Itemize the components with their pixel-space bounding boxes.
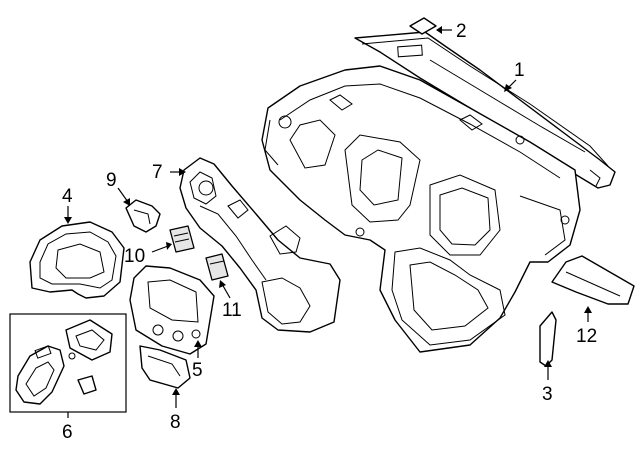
leader-9	[117, 187, 129, 203]
part-2-clip[interactable]	[409, 17, 437, 35]
part-10-switch[interactable]	[169, 225, 195, 253]
arrow-10	[166, 242, 172, 250]
part-5-radio-bezel[interactable]	[129, 265, 215, 355]
callout-labels: 1 2 3 4 5 6 7 8 9 10 11 12	[62, 21, 597, 443]
callout-11: 11	[222, 300, 242, 321]
leader-11	[221, 283, 231, 299]
callout-2: 2	[456, 21, 467, 42]
arrow-1	[504, 84, 512, 92]
arrow-4	[64, 217, 72, 224]
arrow-12	[584, 306, 592, 313]
callout-3: 3	[542, 384, 553, 405]
part-12-glove-box[interactable]	[551, 255, 635, 305]
callout-10: 10	[124, 246, 145, 267]
callout-12: 12	[576, 326, 597, 347]
inset-box-part-6	[9, 313, 127, 413]
part-8-lower-bezel[interactable]	[139, 345, 191, 389]
arrow-8	[172, 388, 180, 395]
part-3-end-cover[interactable]	[539, 311, 557, 367]
part-4-cluster-bezel[interactable]	[29, 221, 125, 299]
instrument-panel-frame	[261, 65, 581, 353]
callout-7: 7	[152, 162, 163, 183]
callout-6: 6	[62, 422, 73, 443]
part-1-dash-upper-panel[interactable]	[354, 31, 616, 189]
leader-lines	[64, 26, 592, 418]
callout-9: 9	[106, 170, 117, 191]
callout-4: 4	[62, 186, 73, 207]
arrow-11	[219, 280, 226, 288]
arrow-5	[194, 340, 202, 347]
part-9-bracket[interactable]	[125, 199, 161, 233]
callout-8: 8	[170, 412, 181, 433]
leader-10	[151, 245, 169, 253]
arrow-2	[436, 26, 442, 34]
arrow-7	[179, 168, 186, 176]
callout-1: 1	[514, 60, 525, 81]
arrow-3	[544, 360, 552, 367]
part-7-console-structure[interactable]	[179, 157, 341, 333]
part-11-switch[interactable]	[205, 253, 229, 281]
arrow-9	[123, 198, 130, 206]
callout-5: 5	[192, 360, 203, 381]
